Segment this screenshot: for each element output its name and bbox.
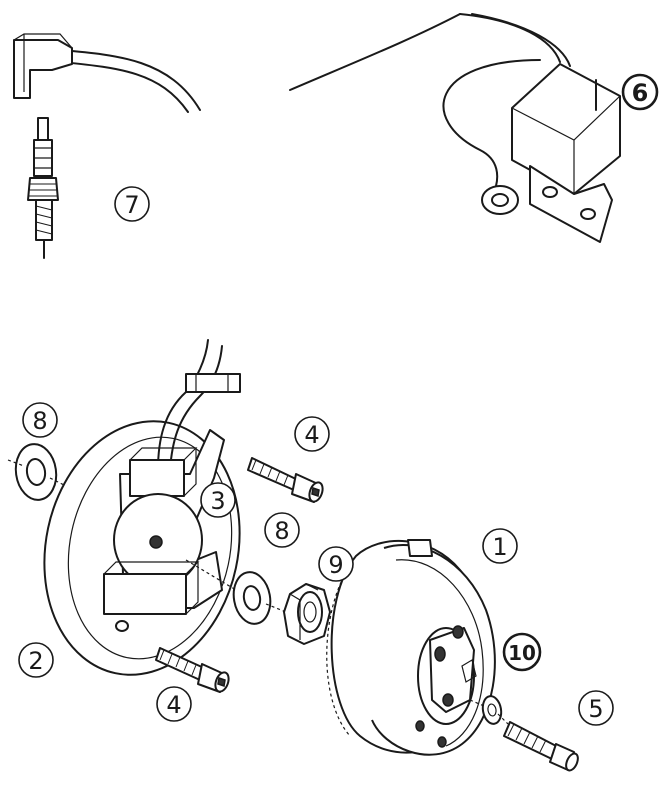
callout-10: 10 xyxy=(502,632,542,672)
ignition-coil xyxy=(289,13,621,243)
callout-4-lower-label: 4 xyxy=(166,691,181,719)
callout-8-left-label: 8 xyxy=(32,407,47,435)
callout-6-label: 6 xyxy=(632,79,649,107)
washer-center xyxy=(185,559,287,625)
callout-5: 5 xyxy=(578,690,614,726)
callout-4-upper-label: 4 xyxy=(304,421,319,449)
callout-4-lower: 4 xyxy=(156,686,192,722)
callout-6: 6 xyxy=(621,73,659,111)
washer-left xyxy=(7,443,67,501)
callout-1: 1 xyxy=(482,528,518,564)
screw-lower xyxy=(155,647,230,693)
callout-4-upper: 4 xyxy=(294,416,330,452)
small-washer xyxy=(469,695,503,725)
spark-plug xyxy=(27,117,59,259)
callout-1-label: 1 xyxy=(492,533,507,561)
callout-7: 7 xyxy=(114,186,150,222)
callout-8-center-label: 8 xyxy=(274,517,289,545)
callout-2-label: 2 xyxy=(28,647,43,675)
spark-plug-cap xyxy=(13,33,201,113)
callout-8-left: 8 xyxy=(22,402,58,438)
stator-wire-harness xyxy=(157,339,241,471)
callout-5-label: 5 xyxy=(588,695,603,723)
callout-8-center: 8 xyxy=(264,512,300,548)
flywheel-nut xyxy=(283,583,331,645)
flywheel-rotor xyxy=(326,539,496,756)
callout-10-label: 10 xyxy=(508,641,536,665)
callout-2: 2 xyxy=(18,642,54,678)
callout-9-label: 9 xyxy=(328,551,343,579)
callout-3: 3 xyxy=(200,482,236,518)
screw-upper xyxy=(247,457,324,503)
adjust-bolt xyxy=(497,713,579,772)
callout-9: 9 xyxy=(318,546,354,582)
callout-7-label: 7 xyxy=(124,191,139,219)
pickup-coil xyxy=(103,429,225,615)
callout-3-label: 3 xyxy=(210,487,225,515)
